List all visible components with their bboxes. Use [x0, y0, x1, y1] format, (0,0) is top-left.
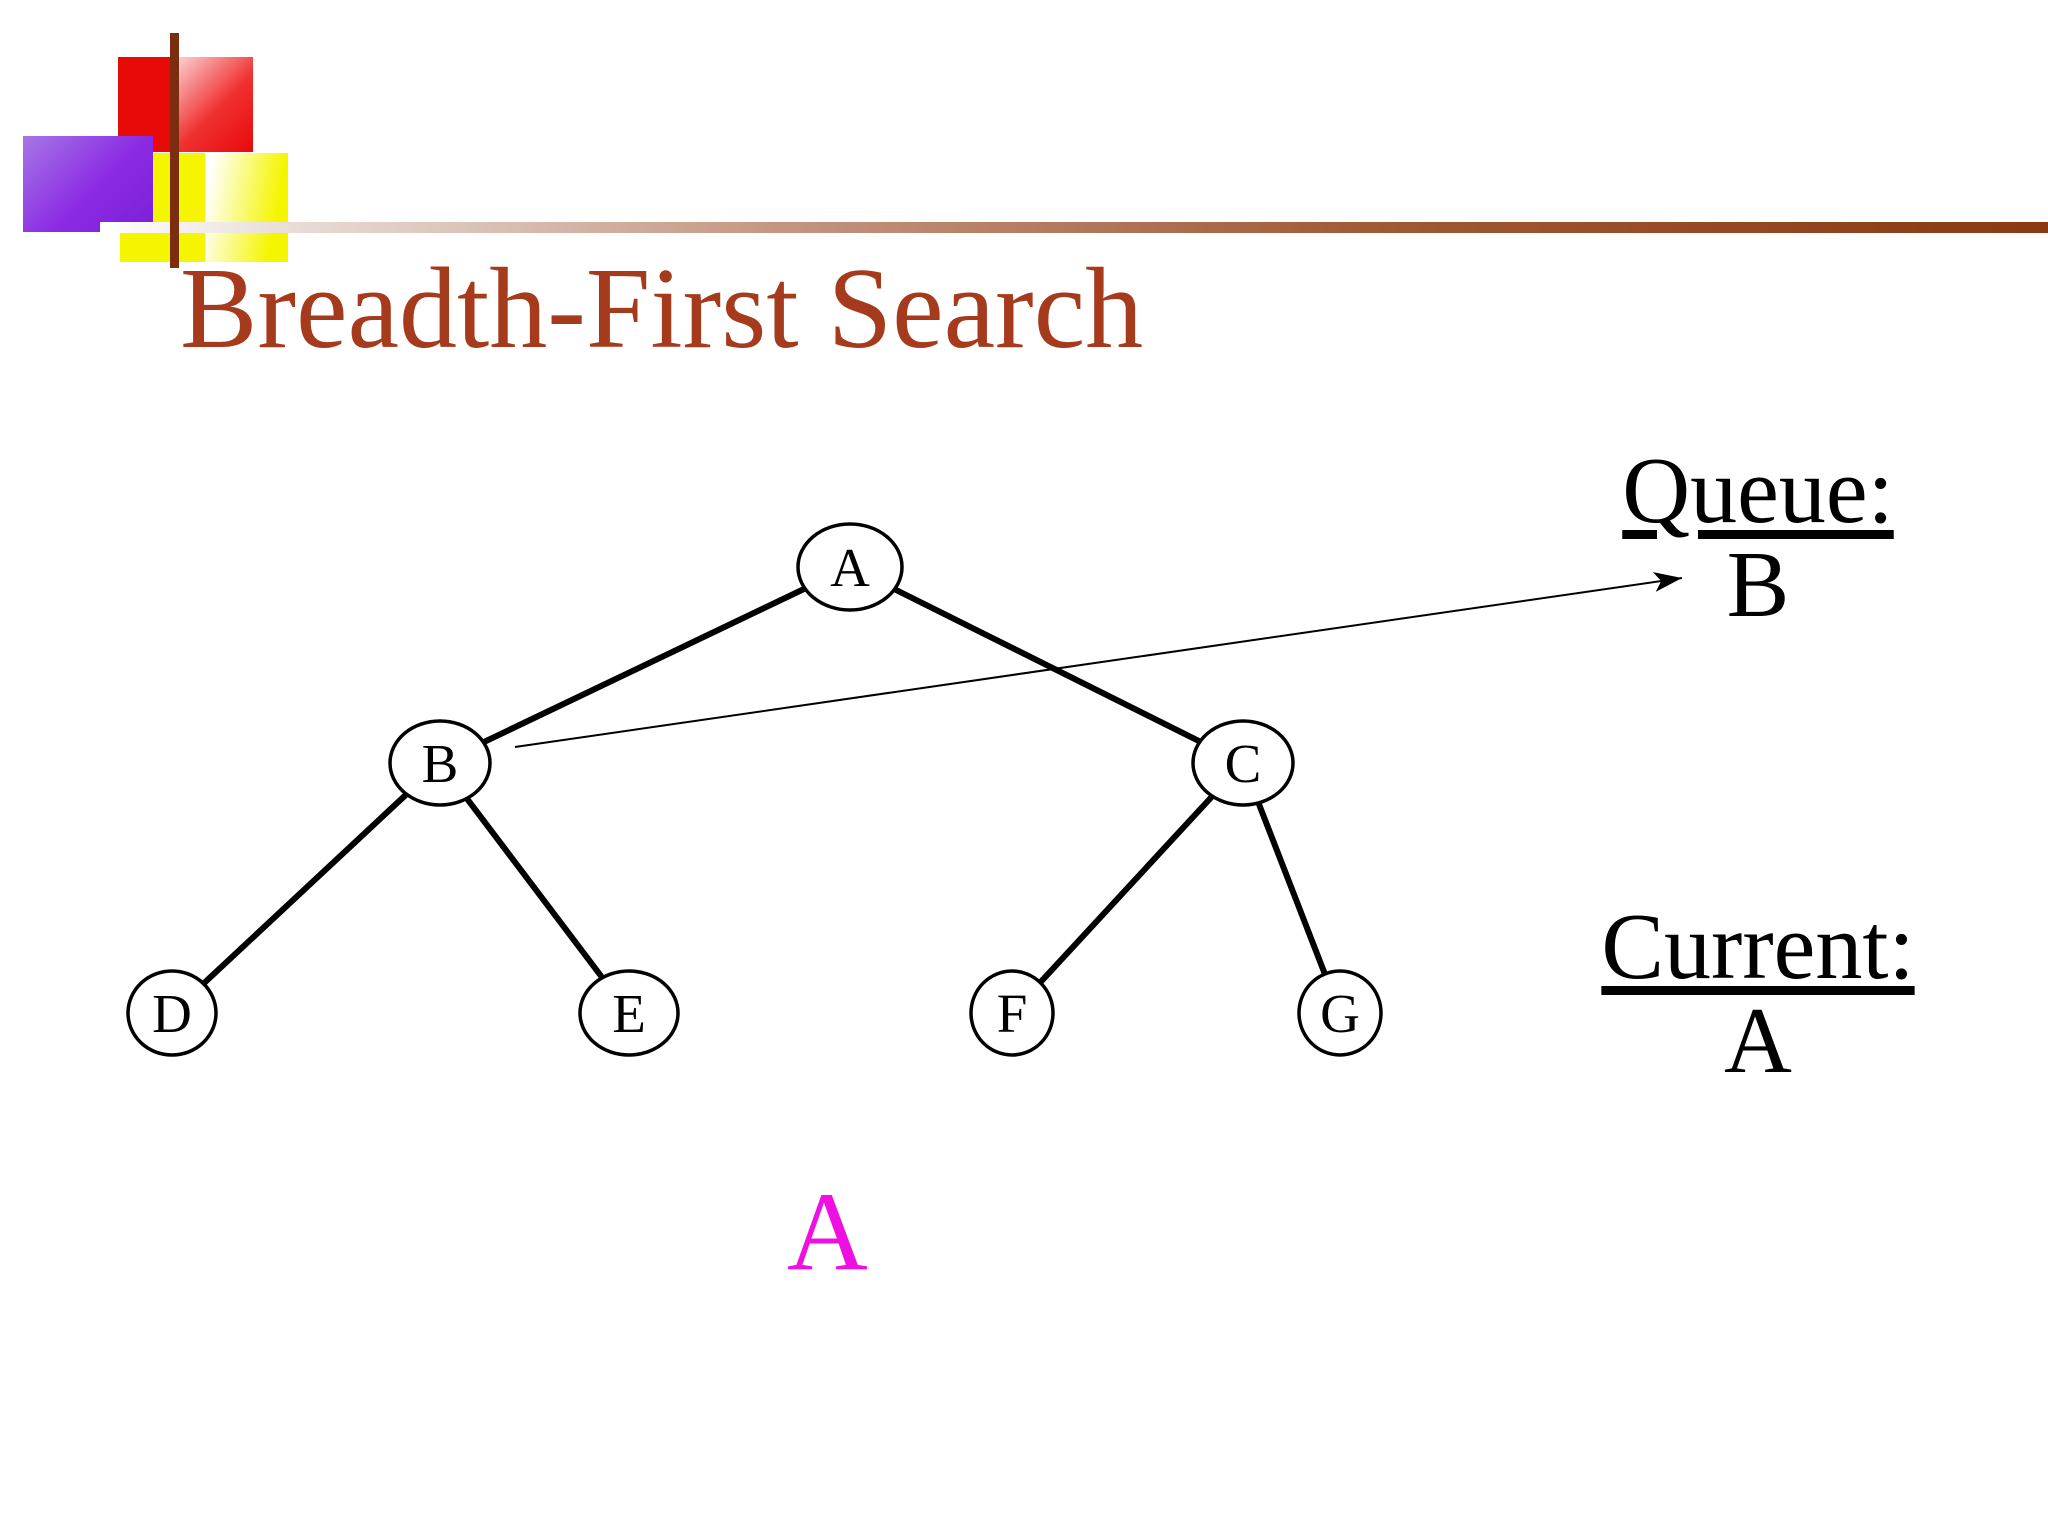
- edge-A-C: [848, 564, 1245, 766]
- decoration-vertical-line: [170, 33, 179, 268]
- page-title: Breadth-First Search: [180, 245, 1144, 373]
- node-label-F: F: [997, 983, 1028, 1044]
- decoration-horizontal-accent-bar: [100, 222, 2048, 233]
- queue-panel: Queue: B: [1563, 444, 1953, 632]
- current-value: A: [1724, 989, 1792, 1093]
- tree-node-G: G: [1297, 969, 1383, 1057]
- visited-node-label: A: [787, 1170, 868, 1294]
- tree-node-A: A: [796, 522, 904, 612]
- node-label-A: A: [830, 537, 870, 598]
- queue-heading: Queue:: [1622, 439, 1894, 543]
- node-label-B: B: [422, 733, 459, 794]
- node-label-G: G: [1320, 983, 1360, 1044]
- node-label-E: E: [612, 983, 646, 1044]
- node-circle-B: [388, 719, 492, 807]
- queue-value: B: [1726, 533, 1790, 637]
- node-circle-E: [578, 969, 680, 1057]
- tree-node-E: E: [578, 969, 680, 1057]
- node-circle-A: [796, 522, 904, 612]
- edge-B-E: [437, 761, 632, 1015]
- node-circle-C: [1191, 719, 1295, 807]
- node-circle-D: [126, 969, 218, 1057]
- node-label-C: C: [1225, 733, 1262, 794]
- current-heading: Current:: [1601, 895, 1915, 999]
- decoration-purple-square: [23, 136, 153, 232]
- current-panel: Current: A: [1563, 900, 1953, 1088]
- tree-node-F: F: [969, 969, 1055, 1057]
- tree-node-B: B: [388, 719, 492, 807]
- edge-A-B: [438, 564, 852, 766]
- node-circle-F: [969, 969, 1055, 1057]
- tree-node-C: C: [1191, 719, 1295, 807]
- decoration-red-gradient-square: [176, 57, 253, 152]
- tree-node-D: D: [126, 969, 218, 1057]
- decoration-yellow-gradient-square: [208, 153, 288, 262]
- node-circle-G: [1297, 969, 1383, 1057]
- edge-B-D: [169, 760, 443, 1016]
- edge-C-F: [1009, 760, 1246, 1016]
- node-label-D: D: [152, 983, 192, 1044]
- queue-pointer-arrow: [514, 572, 1683, 748]
